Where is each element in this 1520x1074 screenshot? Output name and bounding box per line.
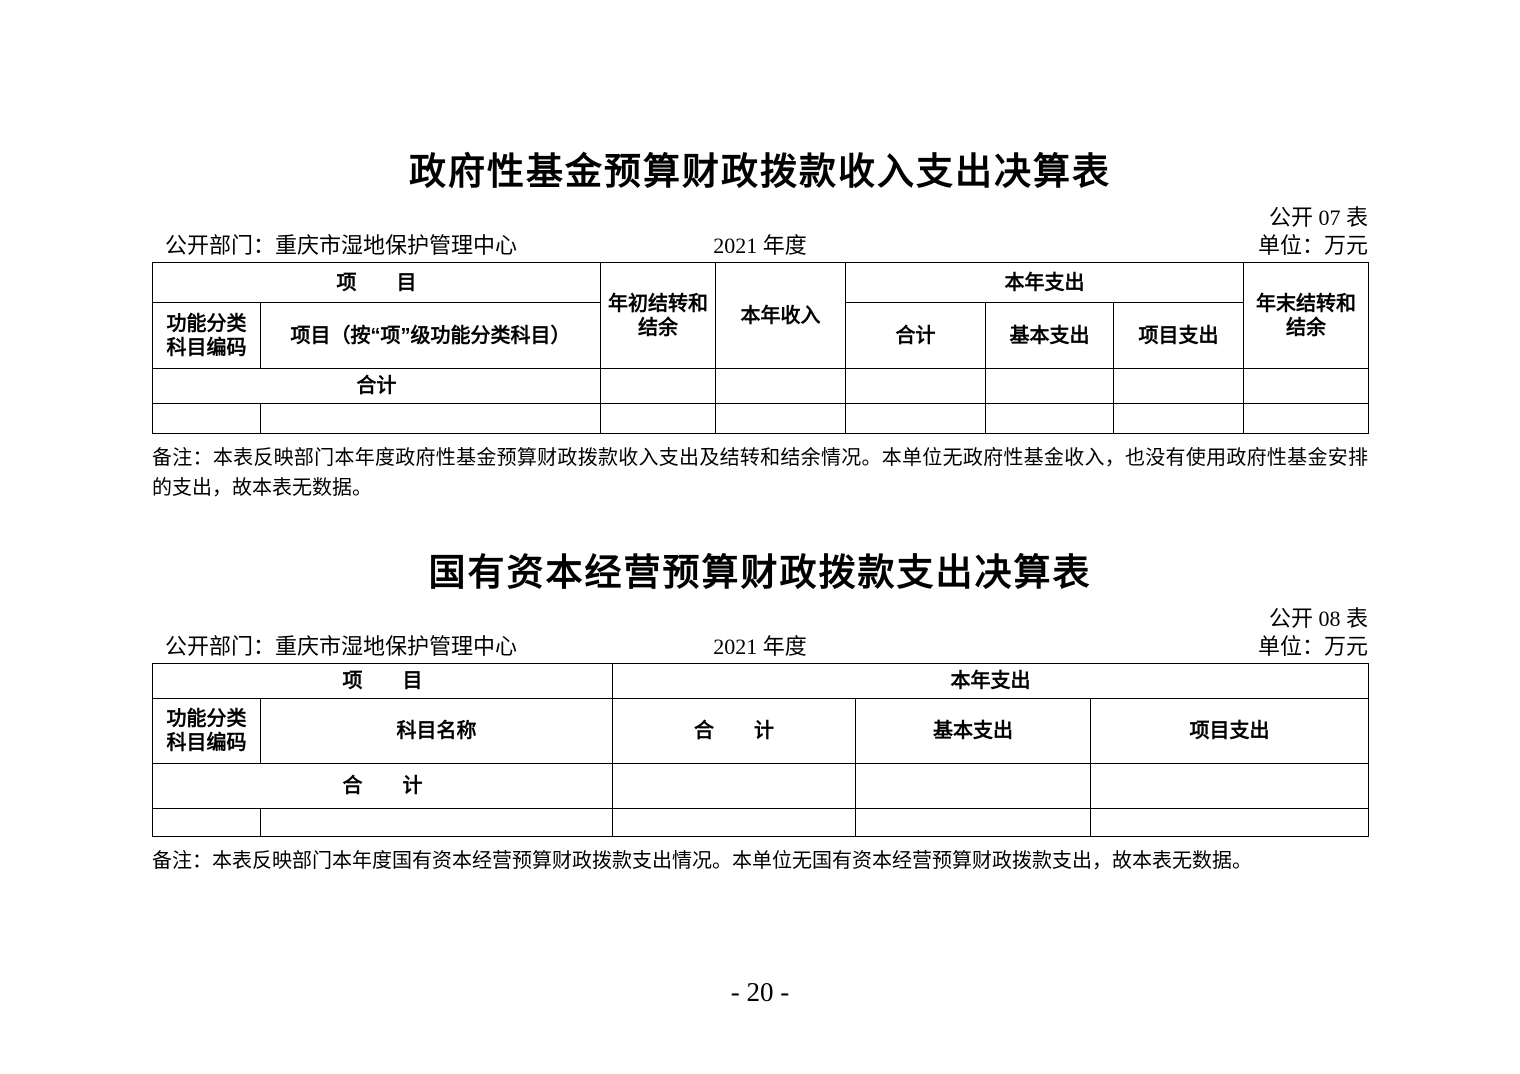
table2-header-expense-total: 合 计 bbox=[612, 698, 856, 764]
table1-total-row: 合计 bbox=[152, 368, 1370, 404]
section-state-capital: 国有资本经营预算财政拨款支出决算表 公开 08 表 公开部门：重庆市湿地保护管理… bbox=[152, 549, 1370, 876]
table1-header-expense-project: 项目支出 bbox=[1112, 302, 1245, 369]
empty-cell bbox=[1089, 808, 1370, 837]
table1-header-end-balance: 年末结转和 结余 bbox=[1243, 262, 1370, 369]
table2-total-label: 合 计 bbox=[152, 763, 613, 809]
gov-fund-budget-table: 项 目 年初结转和 结余 本年收入 本年支出 年末结转和 结余 功能分类 科目编… bbox=[152, 262, 1370, 434]
section2-year: 2021 年度 bbox=[713, 634, 807, 659]
empty-cell bbox=[715, 403, 846, 434]
table1-header-item: 项目（按“项”级功能分类科目） bbox=[260, 302, 601, 369]
empty-cell bbox=[1243, 403, 1370, 434]
empty-cell bbox=[855, 763, 1091, 809]
table1-header-row-1: 项 目 年初结转和 结余 本年收入 本年支出 年末结转和 结余 bbox=[152, 262, 1370, 369]
section2-note: 备注：本表反映部门本年度国有资本经营预算财政拨款支出情况。本单位无国有资本经营预… bbox=[152, 850, 1252, 872]
section2-title: 国有资本经营预算财政拨款支出决算表 bbox=[428, 552, 1092, 593]
table2-header-expense-group: 本年支出 bbox=[611, 663, 1370, 699]
table2-header-row-1: 项 目 本年支出 bbox=[152, 663, 1370, 699]
section1-meta-row: 公开部门：重庆市湿地保护管理中心 2021 年度 单位：万元 bbox=[152, 232, 1368, 260]
empty-cell bbox=[845, 403, 986, 434]
empty-cell bbox=[985, 368, 1114, 404]
section1-unit: 单位：万元 bbox=[1257, 233, 1368, 258]
empty-cell bbox=[1112, 368, 1245, 404]
table2-total-row: 合 计 bbox=[152, 763, 1370, 809]
table2-empty-row bbox=[152, 808, 1370, 837]
empty-cell bbox=[1243, 368, 1370, 404]
table2-header-expense-project: 项目支出 bbox=[1089, 698, 1370, 764]
section2-table-code: 公开 08 表 bbox=[1268, 606, 1368, 631]
empty-cell bbox=[600, 368, 716, 404]
table2-header-item-group: 项 目 bbox=[152, 663, 613, 699]
table1-header-begin-balance: 年初结转和 结余 bbox=[600, 262, 716, 369]
empty-cell bbox=[985, 403, 1114, 434]
table1-header-expense-group: 本年支出 bbox=[844, 262, 1245, 303]
empty-cell bbox=[855, 808, 1091, 837]
empty-cell bbox=[152, 403, 261, 434]
state-capital-budget-table: 项 目 本年支出 功能分类 科目编码 科目名称 合 计 基本支出 项目支出 合 … bbox=[152, 663, 1370, 837]
empty-cell bbox=[600, 403, 716, 434]
table1-header-code: 功能分类 科目编码 bbox=[152, 302, 261, 369]
section1-department: 公开部门：重庆市湿地保护管理中心 bbox=[165, 233, 518, 258]
empty-cell bbox=[845, 368, 986, 404]
page-number: - 20 - bbox=[730, 977, 790, 1007]
table1-header-item-group: 项 目 bbox=[152, 262, 601, 303]
section1-note: 备注：本表反映部门本年度政府性基金预算财政拨款收入支出及结转和结余情况。本单位无… bbox=[152, 447, 1368, 499]
table2-header-code: 功能分类 科目编码 bbox=[152, 698, 261, 764]
section2-meta-row: 公开部门：重庆市湿地保护管理中心 2021 年度 单位：万元 bbox=[152, 633, 1368, 661]
table1-header-income: 本年收入 bbox=[715, 262, 846, 369]
table2-header-expense-basic: 基本支出 bbox=[855, 698, 1091, 764]
table1-empty-row bbox=[152, 403, 1370, 434]
section-gov-fund: 政府性基金预算财政拨款收入支出决算表 公开 07 表 公开部门：重庆市湿地保护管… bbox=[152, 148, 1370, 503]
empty-cell bbox=[260, 808, 613, 837]
table1-header-row-2: 功能分类 科目编码 项目（按“项”级功能分类科目） 合计 基本支出 项目支出 bbox=[152, 302, 1369, 369]
table2-header-row-2: 功能分类 科目编码 科目名称 合 计 基本支出 项目支出 bbox=[152, 698, 1370, 764]
empty-cell bbox=[152, 808, 261, 837]
section1-table-code: 公开 07 表 bbox=[1268, 205, 1368, 230]
empty-cell bbox=[1089, 763, 1370, 809]
section2-unit: 单位：万元 bbox=[1257, 634, 1368, 659]
section1-title: 政府性基金预算财政拨款收入支出决算表 bbox=[409, 151, 1111, 192]
empty-cell bbox=[612, 808, 856, 837]
empty-cell bbox=[260, 403, 601, 434]
table1-header-expense-total: 合计 bbox=[845, 302, 986, 369]
empty-cell bbox=[715, 368, 846, 404]
table1-total-label: 合计 bbox=[152, 368, 601, 404]
empty-cell bbox=[1112, 403, 1245, 434]
section1-year: 2021 年度 bbox=[713, 233, 807, 258]
table1-header-expense-basic: 基本支出 bbox=[985, 302, 1114, 369]
table2-header-subject-name: 科目名称 bbox=[260, 698, 613, 764]
section2-department: 公开部门：重庆市湿地保护管理中心 bbox=[165, 634, 518, 659]
empty-cell bbox=[612, 763, 856, 809]
